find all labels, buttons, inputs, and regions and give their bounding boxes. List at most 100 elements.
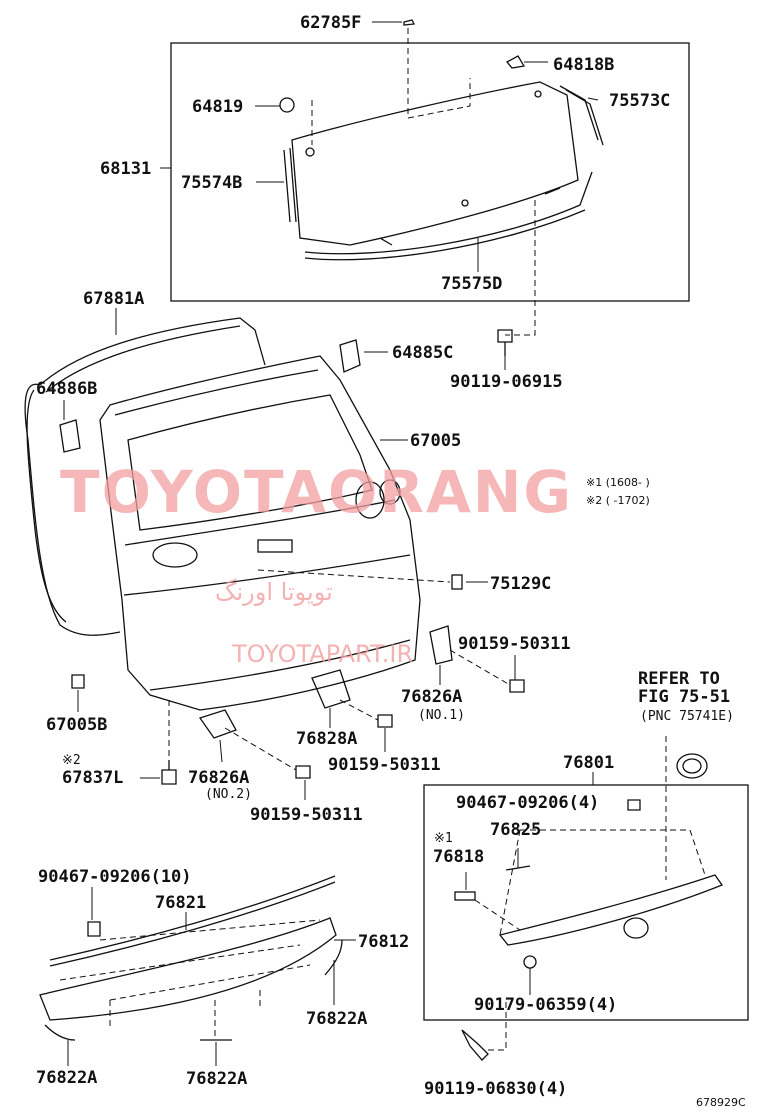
leader — [219, 739, 223, 763]
part-62785f — [403, 19, 416, 26]
molding-76822a-a — [44, 1024, 76, 1041]
weatherstrip-67881a — [24, 317, 266, 636]
bolt-90119-06915 — [497, 329, 513, 356]
garnish-group-box — [423, 784, 749, 1021]
back-door-panel — [99, 355, 421, 711]
bolt-90159-50311-b — [377, 714, 393, 728]
label-76822a-a: 76822A — [36, 1068, 97, 1088]
label-76826a-no2-sub: (NO.2) — [205, 787, 252, 802]
guide-line — [474, 899, 521, 931]
label-76828a: 76828A — [296, 729, 357, 749]
glass-clip — [544, 187, 561, 195]
back-window-glass — [291, 81, 579, 246]
label-90119-06915: 90119-06915 — [450, 372, 563, 392]
glass-hole — [305, 147, 315, 157]
label-76818: 76818 — [433, 847, 484, 867]
watermark-text: TOYOTAORANG — [60, 458, 573, 526]
label-90119-06830: 90119-06830(4) — [424, 1079, 567, 1099]
guide-line — [59, 919, 321, 1001]
label-76825: 76825 — [490, 820, 541, 840]
refer-line-1: REFER TO — [638, 669, 720, 689]
guide-line — [224, 727, 297, 771]
glass-clip — [379, 237, 393, 246]
label-76801: 76801 — [563, 753, 614, 773]
guide-line — [407, 28, 471, 119]
label-90179-06359: 90179-06359(4) — [474, 995, 617, 1015]
label-67837l: 67837L — [62, 768, 123, 788]
label-76826a-no2: 76826A — [188, 768, 249, 788]
label-76818-mark: ※1 — [434, 831, 453, 846]
bracket-76826a-no2 — [198, 709, 237, 739]
label-90467-09206-10: 90467-09206(10) — [38, 867, 192, 887]
bolt-90159-50311-a — [509, 679, 525, 693]
label-68131: 68131 — [100, 159, 151, 179]
molding-75574b — [283, 147, 297, 223]
label-90467-09206-4: 90467-09206(4) — [456, 793, 599, 813]
door-rib — [123, 554, 411, 596]
part-67837l — [161, 760, 177, 785]
bolt-90119-06830 — [461, 1029, 489, 1061]
molding-75575d — [304, 171, 593, 261]
bracket-64885c — [339, 339, 361, 373]
door-rib — [114, 369, 319, 416]
molding-76822a-c — [324, 939, 343, 976]
part-64818b — [505, 55, 526, 69]
screw-90467-09206-10 — [87, 921, 101, 937]
label-64819: 64819 — [192, 97, 243, 117]
stopper-67005b — [71, 674, 85, 689]
refer-line-2: FIG 75-51 — [638, 687, 730, 707]
label-64886b: 64886B — [36, 379, 97, 399]
label-76812: 76812 — [358, 932, 409, 952]
label-75575d: 75575D — [441, 274, 502, 294]
glass-hole — [534, 90, 542, 98]
watermark-persian: تویوتا اورنگ — [215, 578, 333, 606]
guide-line — [505, 200, 536, 336]
guide-line — [109, 990, 261, 1038]
emblem-inner — [682, 758, 702, 774]
door-rib — [149, 639, 411, 691]
guide-line — [488, 1000, 507, 1051]
label-76821: 76821 — [155, 893, 206, 913]
molding-75573c — [559, 85, 604, 146]
label-67005b: 67005B — [46, 715, 107, 735]
door-access-hole — [152, 542, 198, 568]
watermark-site: TOYOTAPART.IR — [231, 640, 413, 668]
label-76826a-no1-sub: (NO.1) — [418, 708, 465, 723]
bolt-90159-50311-c — [295, 765, 311, 779]
garnish-76821 — [49, 875, 336, 967]
label-90159-50311-c: 90159-50311 — [250, 805, 363, 825]
switch-76818 — [454, 891, 476, 901]
label-67005: 67005 — [410, 431, 461, 451]
bracket-76826a-no1 — [429, 625, 453, 665]
guide-line — [499, 829, 706, 936]
label-62785f: 62785F — [300, 13, 361, 33]
door-rib — [124, 499, 396, 546]
glass-hole — [461, 199, 469, 207]
screw-90467-09206-4 — [627, 799, 641, 811]
diagram-id: 678929C — [696, 1096, 746, 1109]
label-90159-50311-a: 90159-50311 — [458, 634, 571, 654]
door-access-hole — [355, 481, 385, 519]
guide-line — [257, 569, 451, 583]
note-2: ※2 ( -1702) — [586, 494, 650, 507]
bracket-76828a — [311, 669, 351, 709]
note-1: ※1 (1608- ) — [586, 476, 650, 489]
label-90159-50311-b: 90159-50311 — [328, 755, 441, 775]
label-75574b: 75574B — [181, 173, 242, 193]
pad-75129c — [451, 574, 463, 590]
part-64819 — [279, 97, 295, 113]
garnish-76801 — [498, 874, 724, 946]
label-75129c: 75129C — [490, 574, 551, 594]
garnish-76812 — [39, 917, 337, 1021]
label-76822a-b: 76822A — [186, 1069, 247, 1089]
label-76822a-c: 76822A — [306, 1009, 367, 1029]
label-64885c: 64885C — [392, 343, 453, 363]
refer-line-3: (PNC 75741E) — [640, 709, 734, 724]
door-access-hole — [379, 479, 401, 505]
guide-line — [339, 699, 379, 721]
nut-90179-06359 — [523, 955, 537, 969]
leader — [587, 97, 599, 101]
door-window-opening — [127, 394, 373, 531]
door-slot — [257, 539, 293, 553]
